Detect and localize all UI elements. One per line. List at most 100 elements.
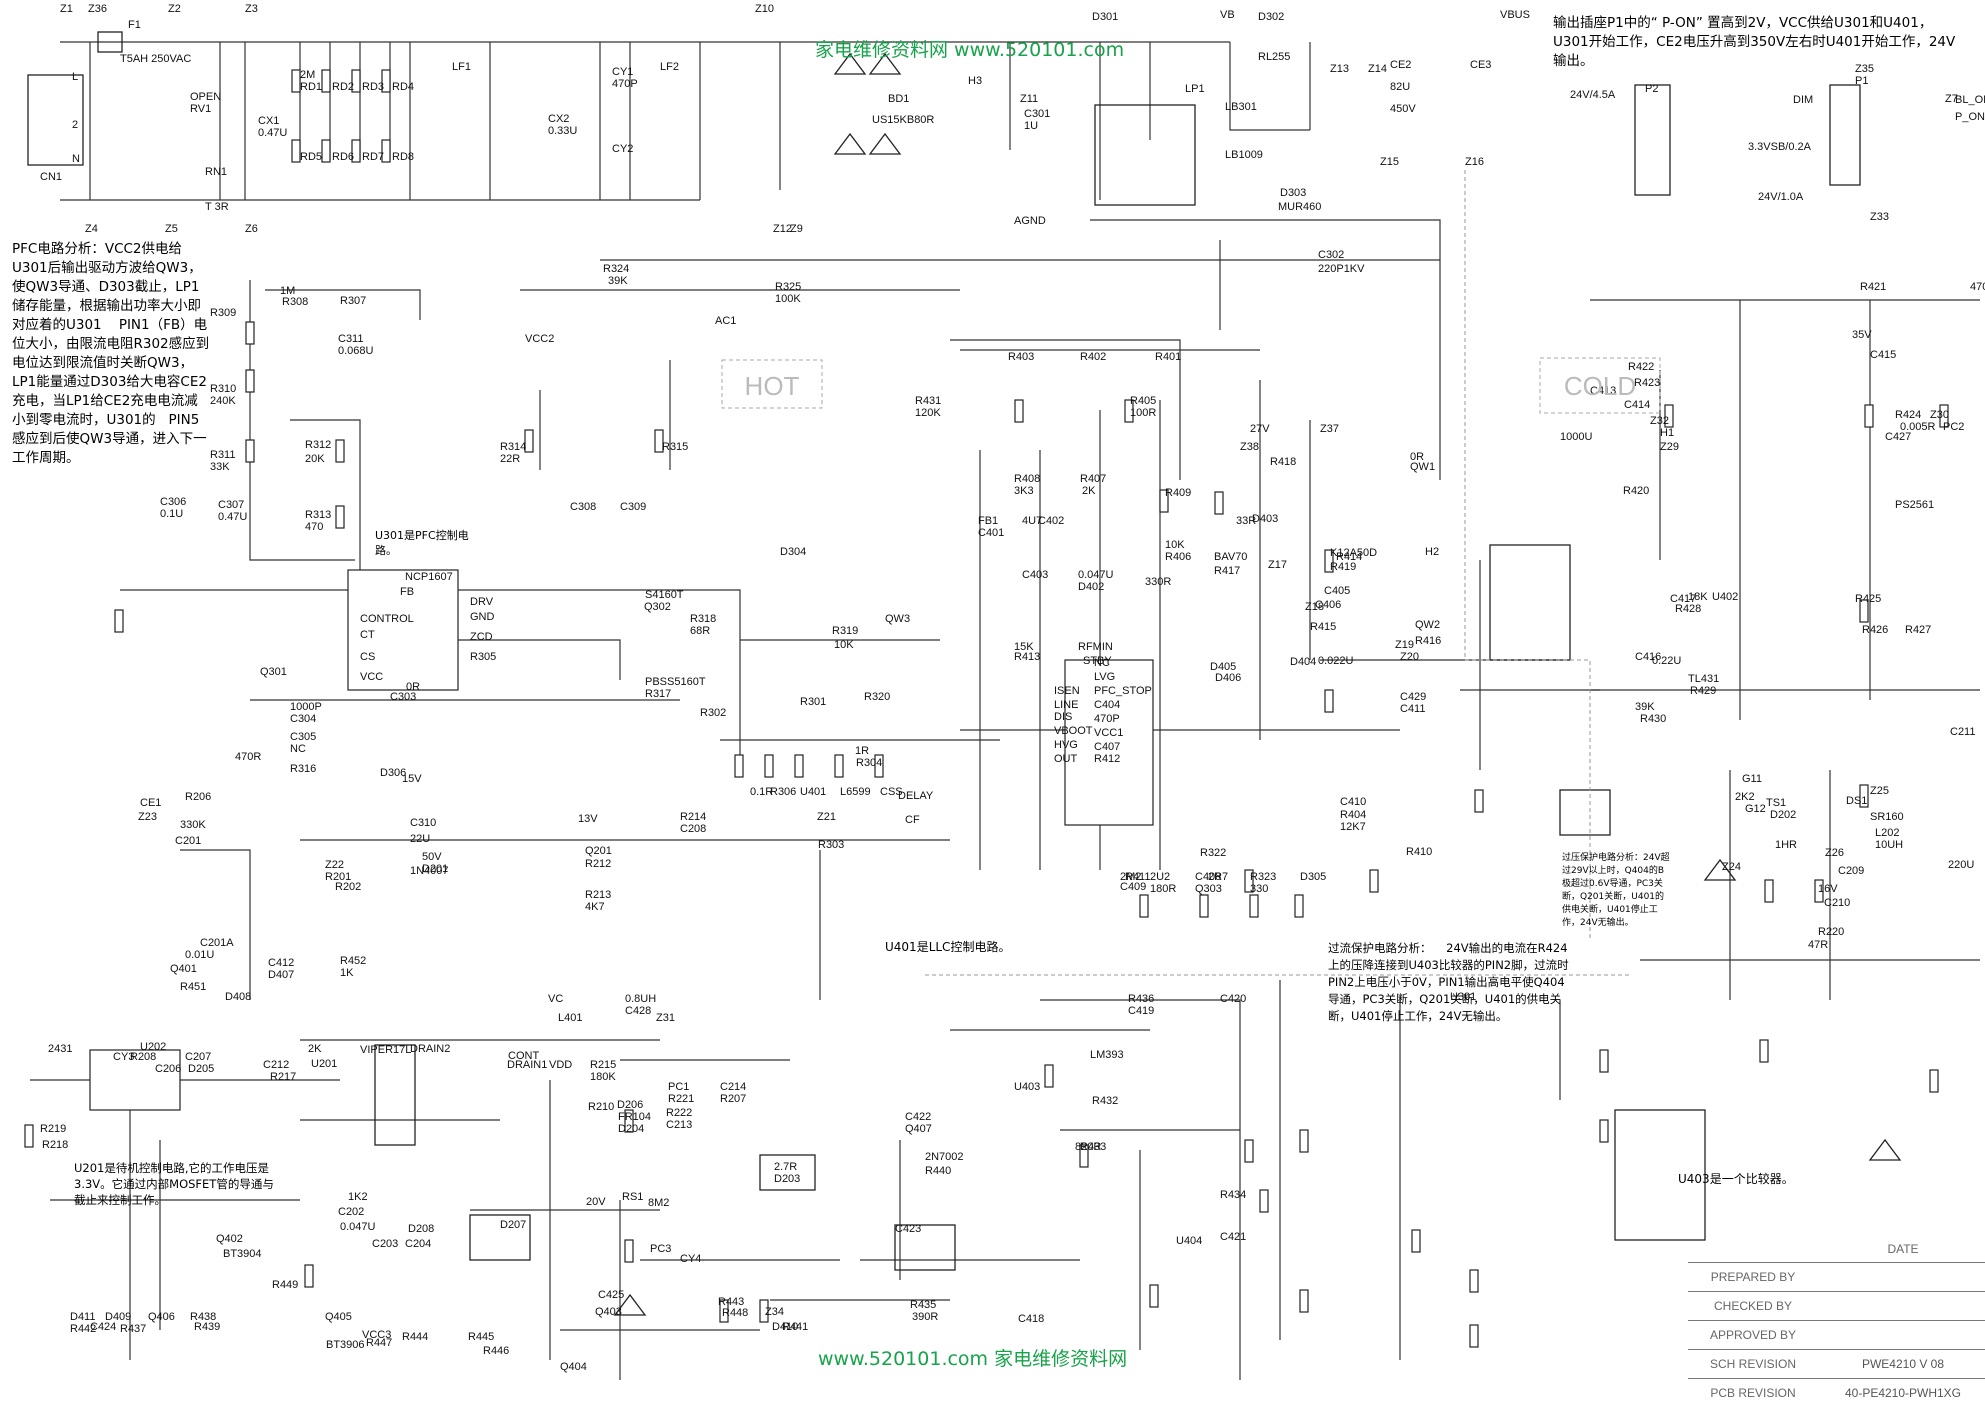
component-label: MUR460 xyxy=(1278,201,1321,213)
component-label: Z25 xyxy=(1870,785,1889,797)
component-label: R314 xyxy=(500,441,526,453)
component-label: R441 xyxy=(782,1321,808,1333)
resistor-icon xyxy=(1299,1129,1309,1153)
component-label: R201 xyxy=(325,871,351,883)
resistor-icon xyxy=(1159,489,1169,513)
title-row-label: PCB REVISION xyxy=(1710,1386,1796,1400)
component-label: 10K xyxy=(834,639,854,651)
component-label: R422 xyxy=(1628,361,1654,373)
component-label: C427 xyxy=(1885,431,1911,443)
component-label: C306 xyxy=(160,496,186,508)
component-label: C201 xyxy=(175,835,201,847)
resistor-icon xyxy=(335,505,345,529)
component-label: D402 xyxy=(1078,581,1104,593)
component-label: R442 xyxy=(70,1323,96,1335)
title-block: DATE PREPARED BY CHECKED BY APPROVED BY … xyxy=(1688,1242,1985,1404)
component-label: 240K xyxy=(210,395,236,407)
resistor-icon xyxy=(291,139,301,163)
component-label: 18K xyxy=(1688,591,1708,603)
component-label: CY3 xyxy=(113,1051,134,1063)
component-label: ISEN xyxy=(1054,685,1080,697)
component-label: 0.022U xyxy=(1318,655,1354,667)
component-label: D304 xyxy=(780,546,806,558)
component-label: Z10 xyxy=(755,3,774,15)
component-label: PBSS5160T xyxy=(645,676,706,688)
component-label: D305 xyxy=(1300,871,1326,883)
component-label: C213 xyxy=(666,1119,692,1131)
component-label: 0.005R xyxy=(1900,421,1936,433)
note-u403: U403是一个比较器。 xyxy=(1678,1172,1794,1186)
component-label: Z11 xyxy=(1020,93,1038,105)
component-label: 0.068U xyxy=(338,345,374,357)
title-row-value: PWE4210 V 08 xyxy=(1861,1357,1945,1371)
component-label: 120K xyxy=(915,407,941,419)
component-label: 1M xyxy=(280,285,295,297)
component-label: VCC2 xyxy=(525,333,554,345)
date-label: DATE xyxy=(1887,1242,1919,1256)
resistor-icon xyxy=(764,754,774,778)
resistor-icon xyxy=(1324,549,1334,573)
note-u401: U401是LLC控制电路。 xyxy=(885,940,1011,954)
component-label: 0.47U xyxy=(218,511,247,523)
resistor-icon xyxy=(624,1239,634,1263)
inductor-lp1-icon xyxy=(1094,104,1196,206)
component-label: RD1 xyxy=(300,81,322,93)
component-label: 1K xyxy=(340,967,354,979)
component-label: 1R xyxy=(855,745,869,757)
component-label: C402 xyxy=(1038,515,1064,527)
component-label: R430 xyxy=(1640,713,1666,725)
title-row-approved: APPROVED BY xyxy=(1688,1320,1985,1350)
resistor-icon xyxy=(245,439,255,463)
component-label: QW2 xyxy=(1415,619,1440,631)
component-label: R213 xyxy=(585,889,611,901)
component-label: Z23 xyxy=(138,811,157,823)
component-label: Z35 xyxy=(1855,63,1874,75)
component-label: 220U xyxy=(1948,859,1974,871)
component-label: D403 xyxy=(1252,513,1278,525)
title-row-prepared: PREPARED BY xyxy=(1688,1262,1985,1292)
resistor-icon xyxy=(1474,789,1484,813)
resistor-icon xyxy=(1249,894,1259,918)
component-label: R406 xyxy=(1165,551,1191,563)
resistor-icon xyxy=(1244,869,1254,893)
resistor-icon xyxy=(304,1264,314,1288)
component-label: RD3 xyxy=(362,81,384,93)
component-label: BL_ON xyxy=(1955,94,1985,106)
component-label: R316 xyxy=(290,763,316,775)
component-label: Z17 xyxy=(1268,559,1287,571)
component-label: D201 xyxy=(422,863,448,875)
component-label: C309 xyxy=(620,501,646,513)
component-label: H2 xyxy=(1425,546,1439,558)
component-label: CY1 xyxy=(612,66,633,78)
component-label: R401 xyxy=(1155,351,1181,363)
component-label: R424 xyxy=(1895,409,1921,421)
component-label: Z16 xyxy=(1465,156,1484,168)
component-label: Q301 xyxy=(260,666,287,678)
component-label: R202 xyxy=(335,881,361,893)
component-label: 47R xyxy=(1808,939,1828,951)
component-label: C203 xyxy=(372,1238,398,1250)
component-label: VDD xyxy=(549,1059,572,1071)
component-label: Z30 xyxy=(1930,409,1949,421)
component-label: R214 xyxy=(680,811,706,823)
component-label: R436 xyxy=(1128,993,1154,1005)
component-label: BAV70 xyxy=(1214,551,1247,563)
optocoupler-pc2-icon xyxy=(1559,789,1611,836)
component-label: 180K xyxy=(590,1071,616,1083)
component-label: 4U7 xyxy=(1022,515,1042,527)
bridge-diode-icon xyxy=(868,132,902,155)
component-label: VCC3 xyxy=(362,1329,391,1341)
component-label: Z22 xyxy=(325,859,344,871)
component-label: C303 xyxy=(390,691,416,703)
component-label: NC xyxy=(290,743,306,755)
component-label: R410 xyxy=(1406,846,1432,858)
component-label: VBOOT xyxy=(1054,725,1093,737)
component-label: D411 xyxy=(70,1311,95,1323)
component-label: R405 xyxy=(1130,395,1156,407)
component-label: R207 xyxy=(720,1093,746,1105)
component-label: C307 xyxy=(218,499,244,511)
component-label: 15V xyxy=(402,773,422,785)
component-label: VB xyxy=(1220,9,1235,21)
